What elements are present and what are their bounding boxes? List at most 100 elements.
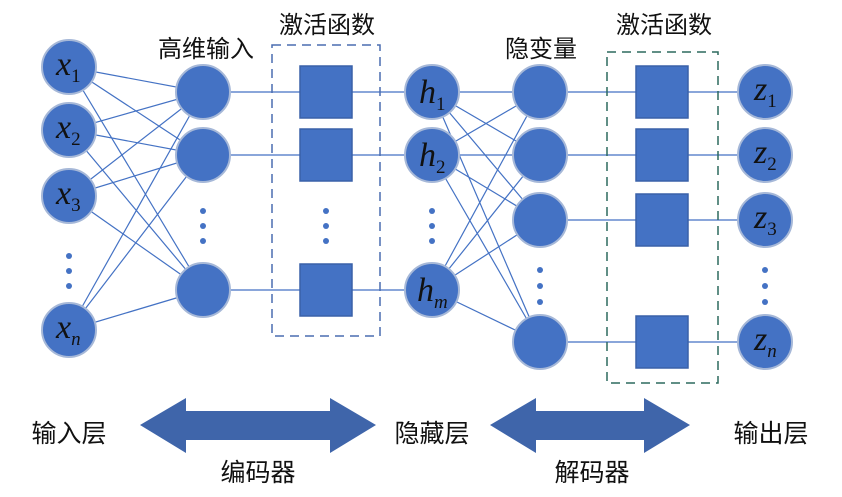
node-label-z1: z1: [753, 71, 777, 112]
encoder-activation-label: 激活函数: [279, 11, 375, 39]
node-subscript: 1: [436, 94, 446, 115]
encoder-activation-units: [299, 65, 353, 317]
node-var: x: [55, 175, 71, 212]
input-node: [41, 39, 97, 95]
latent-node: [404, 262, 460, 318]
latent-label: 隐变量: [505, 35, 577, 63]
edge: [68, 154, 204, 331]
input-node: [41, 102, 97, 158]
node-var: h: [419, 137, 436, 174]
node-label-xn: xn: [55, 309, 81, 350]
decoder-node: [512, 127, 568, 183]
node-var: x: [55, 46, 71, 83]
edge: [431, 154, 541, 343]
node-label-zn: zn: [753, 321, 777, 362]
activation-unit: [299, 65, 353, 119]
node-subscript: 1: [767, 91, 777, 112]
node-subscript: 2: [436, 157, 446, 178]
activation-unit: [635, 65, 689, 119]
ellipsis-dot: [537, 283, 543, 289]
ellipsis-dot: [323, 208, 329, 214]
node-label-x2: x2: [55, 109, 81, 150]
node-label-x3: x3: [55, 175, 81, 216]
decoder-node: [512, 64, 568, 120]
output-layer-label: 输出层: [733, 419, 808, 448]
node-var: x: [55, 109, 71, 146]
ellipsis-dot: [323, 223, 329, 229]
ellipsis-dot: [66, 253, 72, 259]
hidden-node: [175, 127, 231, 183]
node-subscript: m: [434, 292, 448, 313]
decoder-double-arrow: [490, 398, 690, 453]
node-var: z: [753, 321, 767, 358]
node-label-x1: x1: [55, 46, 81, 87]
output-node: [737, 314, 793, 370]
node-var: z: [753, 71, 767, 108]
ellipsis-dot: [762, 299, 768, 305]
ellipsis-dot: [537, 299, 543, 305]
node-subscript: 2: [71, 129, 81, 150]
ellipsis-dot: [200, 238, 206, 244]
hidden-node: [175, 262, 231, 318]
hidden-layer-label: 隐藏层: [394, 419, 469, 448]
node-label-hm: hm: [417, 272, 448, 313]
node-subscript: n: [767, 341, 777, 362]
node-subscript: n: [71, 329, 81, 350]
decoder-hidden-nodes: [512, 64, 568, 370]
decoder-edges: [431, 91, 765, 343]
edge: [431, 91, 541, 291]
edge: [68, 66, 204, 291]
node-subscript: 3: [767, 219, 777, 240]
activation-unit: [299, 263, 353, 317]
encoder-label: 编码器: [220, 458, 295, 487]
decoder-node: [512, 192, 568, 248]
node-label-h1: h1: [419, 74, 446, 115]
ellipsis-dot: [323, 238, 329, 244]
encoder-hidden-label: 高维输入: [158, 35, 254, 63]
decoder-activation-label: 激活函数: [616, 11, 712, 39]
node-var: z: [753, 134, 767, 171]
ellipsis-dot: [429, 223, 435, 229]
ellipsis-dot: [66, 283, 72, 289]
encoder-hidden-nodes: [175, 64, 231, 318]
input-node: [41, 168, 97, 224]
ellipsis-dot: [537, 267, 543, 273]
activation-unit: [635, 315, 689, 369]
decoder-label: 解码器: [554, 458, 629, 487]
node-label-z2: z2: [753, 134, 777, 175]
decoder-activation-box: [606, 51, 719, 384]
latent-node: [404, 64, 460, 120]
encoder-double-arrow: [140, 398, 376, 453]
node-subscript: 3: [71, 195, 81, 216]
output-node: [737, 192, 793, 248]
activation-unit: [635, 128, 689, 182]
ellipsis-dot: [429, 238, 435, 244]
output-node: [737, 127, 793, 183]
encoder-activation-box: [271, 44, 381, 337]
node-var: h: [417, 272, 434, 309]
node-var: z: [753, 199, 767, 236]
input-layer-label: 输入层: [31, 419, 106, 448]
ellipsis-dot: [200, 223, 206, 229]
decoder-activation-units: [635, 65, 689, 369]
node-subscript: 1: [71, 66, 81, 87]
activation-unit: [635, 193, 689, 247]
decoder-node: [512, 314, 568, 370]
latent-node: [404, 127, 460, 183]
encoder-edges: [68, 66, 432, 331]
output-layer-nodes: z1 z2 z3 zn: [737, 64, 793, 370]
edge: [431, 154, 541, 291]
input-layer-nodes: x1 x2 x3 xn: [41, 39, 97, 358]
hidden-node: [175, 64, 231, 120]
ellipsis-dot: [429, 208, 435, 214]
node-subscript: 2: [767, 154, 777, 175]
node-label-h2: h2: [419, 137, 446, 178]
output-node: [737, 64, 793, 120]
ellipsis-dot: [762, 267, 768, 273]
node-var: h: [419, 74, 436, 111]
node-label-z3: z3: [753, 199, 777, 240]
ellipsis-dot: [66, 268, 72, 274]
input-node: [41, 302, 97, 358]
edge: [68, 91, 204, 197]
